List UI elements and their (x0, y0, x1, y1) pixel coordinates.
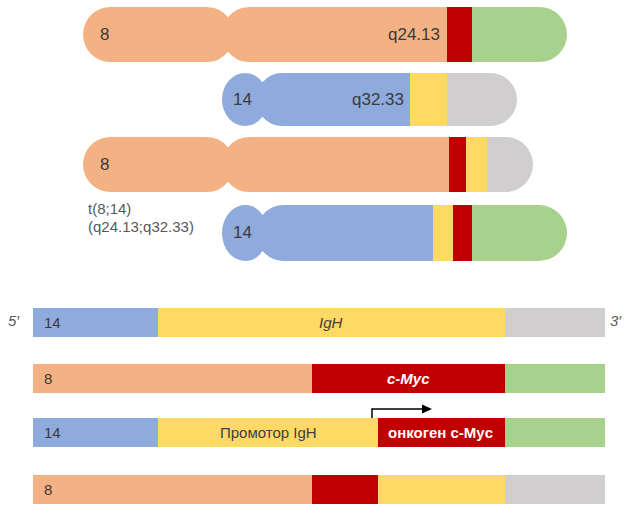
segment (378, 418, 505, 447)
segment (83, 137, 449, 192)
segment (505, 364, 605, 393)
chromosome-shape (83, 7, 567, 62)
segment (83, 7, 447, 62)
segment (378, 475, 505, 504)
chromosome-shape (33, 418, 605, 447)
chromosome-shape (222, 205, 567, 261)
end-label: 5′ (8, 312, 19, 330)
segment (33, 418, 158, 447)
gene-label: c-Myc (387, 370, 430, 387)
end-label: 3′ (610, 312, 621, 330)
chromosome: 14 (222, 205, 567, 261)
chromosome-label: 8 (100, 155, 109, 175)
gene-label: 8 (44, 370, 52, 387)
transcription-arrow (372, 409, 424, 418)
segment (472, 7, 567, 62)
arrow-head (422, 405, 432, 414)
segment (505, 418, 605, 447)
gene-map-bar: 8 (33, 475, 605, 504)
segment (312, 364, 505, 393)
segment (33, 308, 158, 337)
segment (447, 7, 472, 62)
chromosome: 8 (83, 137, 533, 192)
segment (33, 475, 312, 504)
segment (158, 418, 378, 447)
gene-map-bar: 14 Промотор IgH онкоген c-Myc (33, 418, 605, 447)
gene-label: онкоген c-Myc (388, 424, 493, 441)
gene-map-bar: 8 c-Myc (33, 364, 605, 393)
gene-label: 14 (44, 424, 61, 441)
chromosome-shape (33, 364, 605, 393)
chromosome: 8 q24.13 (83, 7, 567, 62)
chromosome-shape (33, 475, 605, 504)
segment (433, 205, 453, 261)
chromosome-label: q32.33 (352, 90, 404, 110)
gene-map-bar: 14 IgH (33, 308, 605, 337)
chromosome-label: 14 (233, 223, 252, 243)
segment (466, 137, 487, 192)
chromosome: 14 q32.33 (222, 73, 517, 126)
segment (222, 73, 410, 126)
segment (447, 73, 517, 126)
translocation-label: t(8;14) (q24.13;q32.33) (88, 200, 178, 236)
gene-label: 8 (44, 481, 52, 498)
segment (312, 475, 378, 504)
gene-label: Промотор IgH (220, 424, 317, 441)
segment (222, 205, 433, 261)
gene-label: IgH (319, 314, 342, 331)
segment (505, 475, 605, 504)
chromosome-label: 8 (100, 25, 109, 45)
gene-label: 14 (44, 314, 61, 331)
chromosome-shape (83, 137, 533, 192)
segment (487, 137, 533, 192)
segment (158, 308, 505, 337)
segment (505, 308, 605, 337)
chromosome-label: 14 (233, 90, 252, 110)
segment (453, 205, 472, 261)
segment (449, 137, 466, 192)
segment (410, 73, 447, 126)
chromosome-label: q24.13 (388, 25, 440, 45)
segment (33, 364, 312, 393)
segment (472, 205, 567, 261)
